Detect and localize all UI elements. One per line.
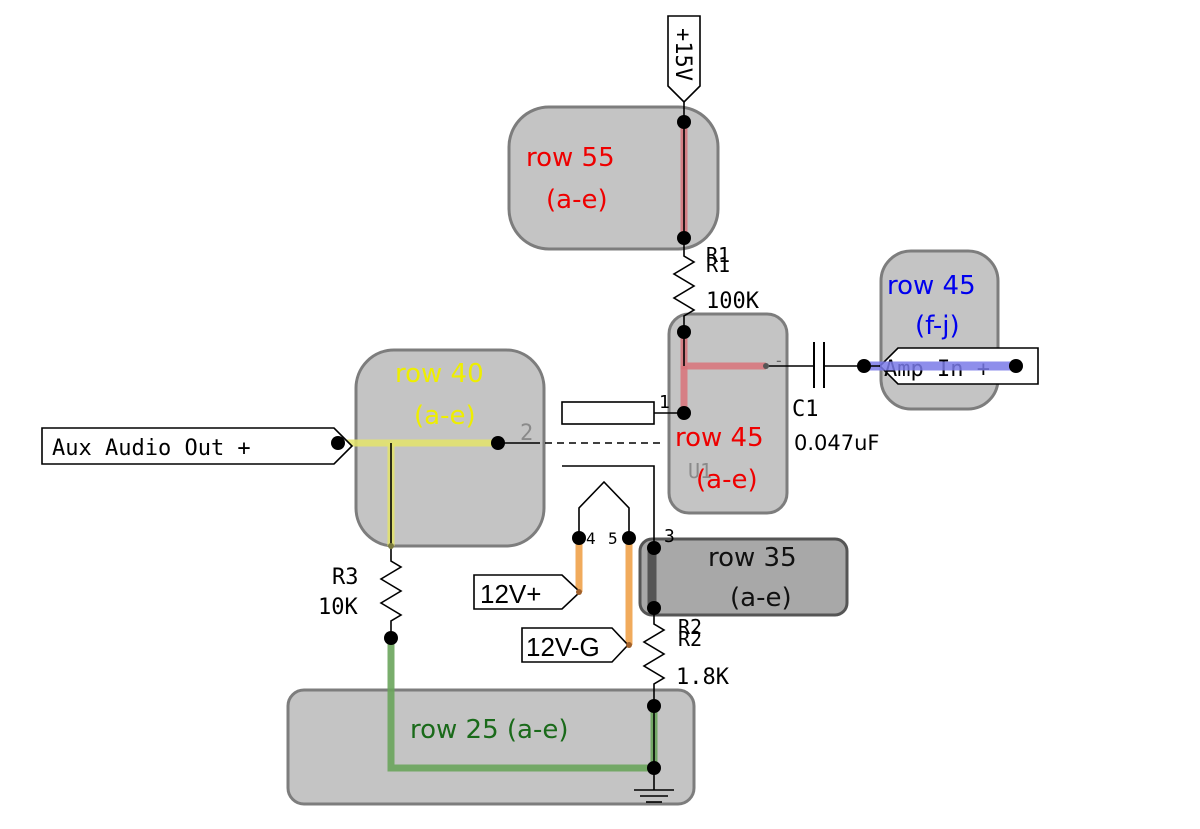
row-45-ae-sub: (a-e) <box>696 465 758 495</box>
r2-name-shadow: R2 <box>678 627 702 651</box>
c1-value: 0.047uF <box>794 431 880 455</box>
net-15v-flag <box>667 15 701 104</box>
pin-3-label: 3 <box>664 526 675 547</box>
resistor-r3-icon <box>379 555 403 625</box>
junction-dots <box>331 115 1023 775</box>
zone-row-25 <box>286 688 696 806</box>
row-40-label: row 40 <box>395 359 484 389</box>
zone-row-35 <box>638 537 849 617</box>
net-12v-plus-label: 12V+ <box>480 579 541 609</box>
row-40-sub: (a-e) <box>414 401 476 431</box>
capacitor-c1-icon <box>813 342 825 388</box>
wire-pin3 <box>562 465 655 548</box>
pin-1-label: 1 <box>659 392 670 413</box>
net-12v-g-label: 12V-G <box>526 632 600 662</box>
pin-2-label: 2 <box>520 421 533 446</box>
pin-5-label: 5 <box>608 529 618 548</box>
c1-name: C1 <box>792 397 819 422</box>
pin-4-label: 4 <box>586 529 596 548</box>
u1-name: U1 <box>688 459 712 483</box>
u1-pin1-body <box>561 401 655 425</box>
row-35-label: row 35 <box>708 543 797 573</box>
pin-minus-label: - <box>774 351 784 370</box>
r2-name: R2 <box>678 615 702 639</box>
r1-name: R1 <box>706 243 730 267</box>
r3-name: R3 <box>332 565 359 590</box>
resistor-r2-icon <box>642 618 666 688</box>
zone-row-40 <box>354 348 546 548</box>
trace-row-25 <box>387 638 654 772</box>
zone-row-55 <box>507 105 720 251</box>
row-45-fj-sub: (f-j) <box>915 311 960 341</box>
net-12v-plus-flag <box>473 574 582 610</box>
r1-name-shadow: R1 <box>706 253 730 277</box>
row-35-sub: (a-e) <box>730 583 792 613</box>
net-12v-g-flag <box>521 627 630 663</box>
wire-pins-4-5 <box>578 480 630 538</box>
row-45-ae-label: row 45 <box>675 423 764 453</box>
row-55-label: row 55 <box>526 143 615 173</box>
net-aux-out-flag <box>41 427 354 465</box>
r3-value: 10K <box>318 595 358 620</box>
resistor-r1-icon <box>672 250 696 320</box>
ground-icon <box>634 789 674 803</box>
row-45-fj-label: row 45 <box>887 271 976 301</box>
row-55-sub: (a-e) <box>546 185 608 215</box>
net-aux-out-label: Aux Audio Out + <box>52 436 251 461</box>
r2-value: 1.8K <box>676 665 730 690</box>
row-25-label: row 25 (a-e) <box>410 715 569 745</box>
net-15v-label: +15V <box>670 28 695 81</box>
r1-value: 100K <box>706 289 760 314</box>
